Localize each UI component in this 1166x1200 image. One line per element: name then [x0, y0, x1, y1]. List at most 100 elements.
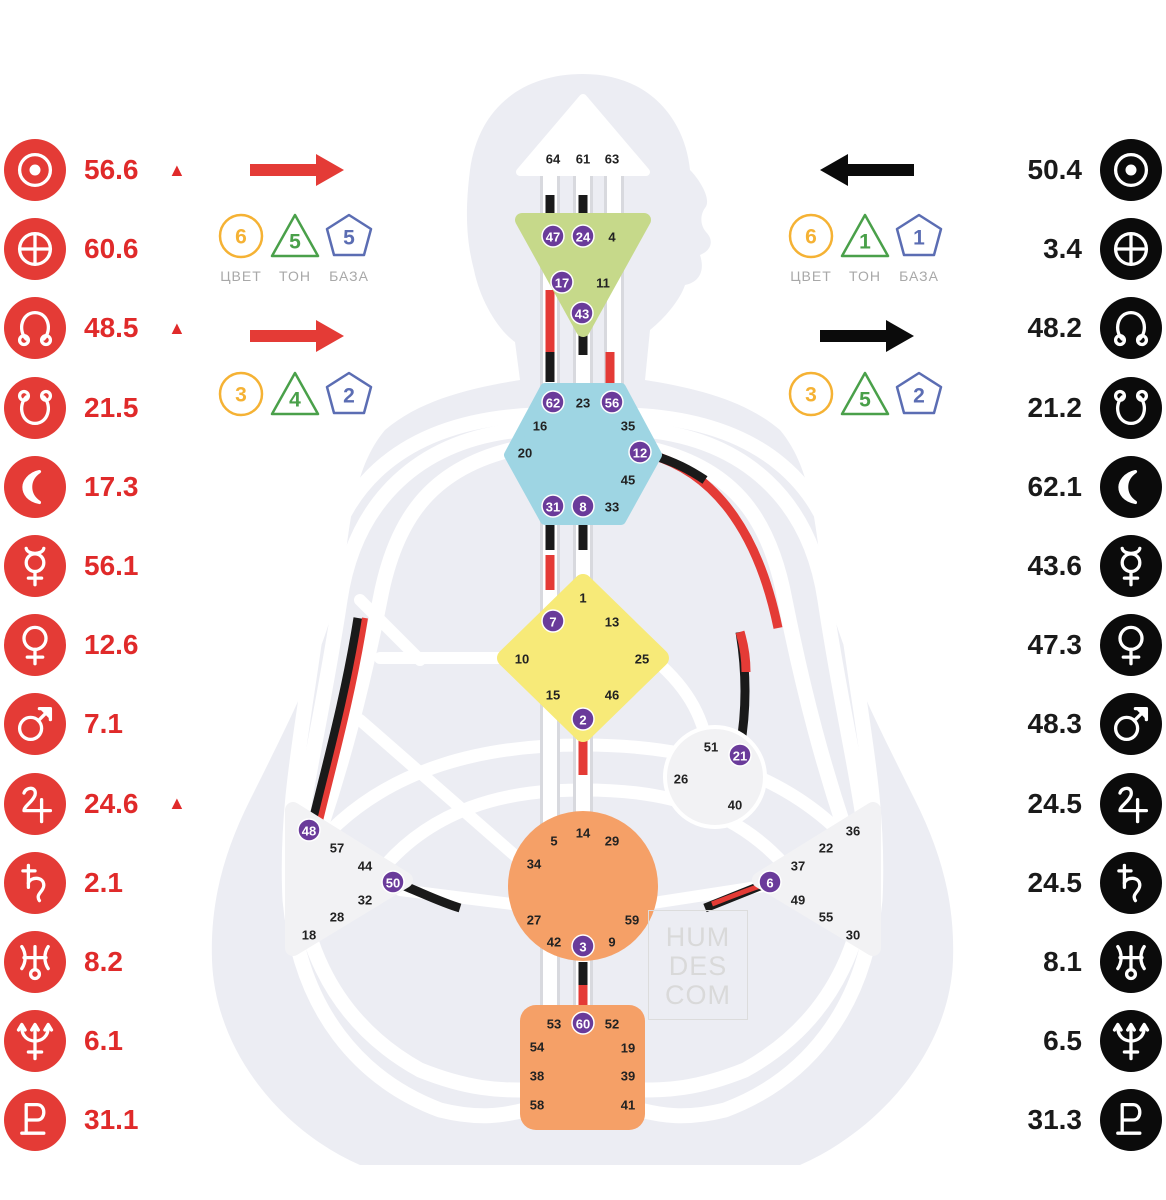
- gate-29-label: 29: [605, 834, 619, 849]
- gate-59-label: 59: [625, 913, 639, 928]
- tone-label: ТОН: [849, 268, 881, 284]
- personality-earth-row: 60.6: [4, 218, 188, 281]
- gate-48-label: 48: [302, 824, 316, 839]
- tone-value: 5: [289, 231, 301, 254]
- gate-51: 51: [704, 740, 718, 755]
- tone-label: ТОН: [279, 268, 311, 284]
- design-neptune-row: 6.5: [1002, 1010, 1162, 1073]
- gate-47: 47: [541, 224, 565, 248]
- gate-26-label: 26: [674, 772, 688, 787]
- gate-62-active-marker: [541, 390, 565, 414]
- gate-50-label: 50: [386, 876, 400, 891]
- uranus-icon: [1100, 931, 1162, 993]
- design-bottom-variables: 3 5 2: [786, 368, 946, 428]
- gate-21-label: 21: [733, 749, 747, 764]
- gate-3: 3: [571, 934, 595, 958]
- personality-uranus-row: 8.2: [4, 931, 188, 993]
- mars-icon: [1100, 693, 1162, 756]
- pluto-icon: [1100, 1089, 1162, 1152]
- gate-2-label: 2: [579, 713, 586, 728]
- gate-25-label: 25: [635, 652, 649, 667]
- root-center: [520, 1005, 645, 1130]
- personality-sun-row: 56.6▲: [4, 139, 188, 201]
- base-value: 1: [913, 227, 925, 250]
- sun-icon: [4, 139, 66, 201]
- venus-icon: [1100, 614, 1162, 677]
- personality-neptune-value: 6.1: [84, 1025, 123, 1057]
- gate-5: 5: [550, 834, 557, 849]
- color-value: 3: [805, 384, 817, 407]
- personality-saturn-row: 2.1: [4, 851, 188, 914]
- gate-28: 28: [330, 910, 344, 925]
- gate-48-active-marker: [297, 818, 321, 842]
- personality-venus-value: 12.6: [84, 629, 139, 661]
- personality-earth-value: 60.6: [84, 233, 139, 265]
- moon-icon: [4, 455, 66, 518]
- gate-11-label: 11: [596, 276, 610, 291]
- gate-44: 44: [358, 859, 373, 874]
- personality-north-node-row: 48.5▲: [4, 297, 188, 360]
- color-value: 3: [235, 384, 247, 407]
- design-moon-row: 62.1: [1002, 455, 1162, 518]
- gate-24-label: 24: [576, 230, 591, 245]
- gate-47-label: 47: [546, 230, 560, 245]
- gate-24-active-marker: [571, 224, 595, 248]
- south-node-icon: [4, 376, 66, 439]
- mercury-icon: [4, 535, 66, 597]
- gate-27: 27: [527, 913, 541, 928]
- personality-mars-row: 7.1: [4, 693, 188, 756]
- gate-58: 58: [530, 1098, 544, 1113]
- gate-37: 37: [791, 859, 805, 874]
- gate-38: 38: [530, 1069, 544, 1084]
- design-uranus-row: 8.1: [1002, 931, 1162, 993]
- watermark-line-3: COM: [665, 980, 731, 1010]
- gate-40-label: 40: [728, 798, 742, 813]
- gate-52-label: 52: [605, 1017, 619, 1032]
- neptune-icon: [1100, 1010, 1162, 1073]
- gate-16: 16: [533, 419, 547, 434]
- gate-51-label: 51: [704, 740, 718, 755]
- gate-34-label: 34: [527, 857, 542, 872]
- gate-43-label: 43: [575, 307, 589, 322]
- color-label: ЦВЕТ: [790, 268, 832, 284]
- gate-54-label: 54: [530, 1040, 545, 1055]
- gate-22-label: 22: [819, 841, 833, 856]
- gate-53-label: 53: [547, 1017, 561, 1032]
- exalted-marker-icon: ▲: [168, 793, 186, 814]
- design-mercury-row: 43.6: [1002, 535, 1162, 597]
- gate-33: 33: [605, 500, 619, 515]
- mercury-icon: [1100, 535, 1162, 597]
- design-earth-value: 3.4: [1043, 233, 1082, 265]
- gate-56-active-marker: [600, 390, 624, 414]
- gate-41: 41: [621, 1098, 635, 1113]
- gate-31-label: 31: [546, 500, 560, 515]
- gate-52: 52: [605, 1017, 619, 1032]
- design-mars-value: 48.3: [1027, 708, 1083, 740]
- gate-56-label: 56: [605, 396, 619, 411]
- gate-6: 6: [758, 870, 782, 894]
- personality-jupiter-value: 24.6: [84, 787, 139, 819]
- gate-54: 54: [530, 1040, 545, 1055]
- design-mercury-value: 43.6: [1027, 550, 1083, 581]
- watermark-line-1: HUM: [665, 922, 731, 952]
- gate-6-active-marker: [758, 870, 782, 894]
- gate-7-active-marker: [541, 609, 565, 633]
- jupiter-icon: [1100, 772, 1162, 835]
- gate-56: 56: [600, 390, 624, 414]
- gate-5-label: 5: [550, 834, 557, 849]
- gate-18: 18: [302, 928, 316, 943]
- gate-32-label: 32: [358, 893, 372, 908]
- gate-23: 23: [576, 396, 590, 411]
- gate-60-active-marker: [571, 1011, 595, 1035]
- color-value: 6: [235, 226, 247, 249]
- gate-45-label: 45: [621, 473, 635, 488]
- earth-icon: [1100, 218, 1162, 281]
- color-circle-icon: [788, 371, 834, 417]
- gate-16-label: 16: [533, 419, 547, 434]
- gate-31-active-marker: [541, 494, 565, 518]
- personality-bottom-variables: 3 4 2: [216, 368, 376, 428]
- gate-34: 34: [527, 857, 542, 872]
- gate-50: 50: [381, 870, 405, 894]
